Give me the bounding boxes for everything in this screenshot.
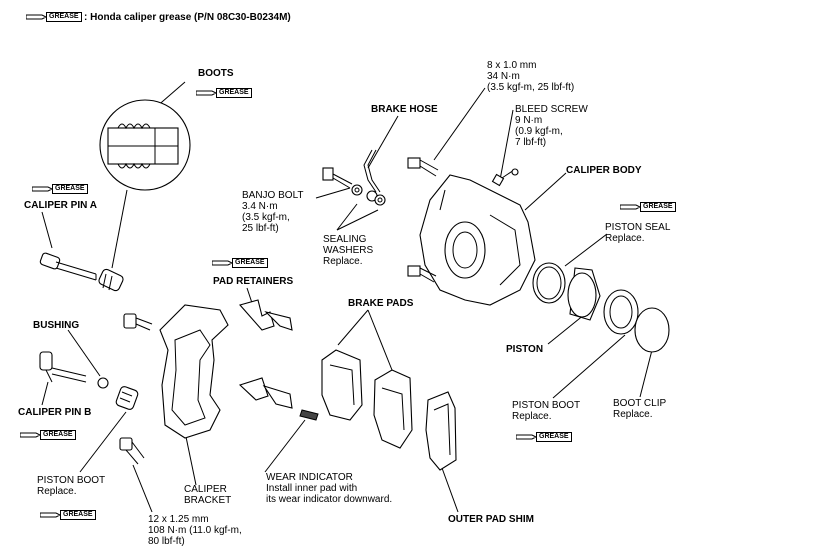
bushing-bolt [123,313,153,331]
caliper-pin-b [39,351,87,383]
caliper-bracket [159,304,229,439]
label-piston: PISTON [506,344,544,355]
grease-icon: GREASE [620,200,676,216]
outer-pad-shim [425,391,457,471]
label-sealing-washers: SEALING WASHERS Replace. [323,234,374,267]
label-brake-pads: BRAKE PADS [348,298,414,309]
label-piston-boot-right: PISTON BOOT Replace. [512,400,581,422]
brake-pad-inner [321,349,363,421]
label-caliper-pin-b: CALIPER PIN B [18,407,92,418]
sealing-washers [351,184,386,206]
leader-lines [41,81,653,513]
piston-seal [532,262,566,304]
grease-icon: GREASE [26,10,82,26]
caliper-pin-a [39,252,97,281]
boot-clip [634,307,670,353]
grease-icon: GREASE [516,430,572,446]
boot-a [98,268,124,292]
label-boots: BOOTS [198,68,234,79]
label-pad-retainers: PAD RETAINERS [213,276,294,287]
bleed-screw [491,168,519,187]
label-outer-pad-shim: OUTER PAD SHIM [448,514,534,525]
brake-hose [363,149,381,202]
label-caliper-bolt-torque: 8 x 1.0 mm 34 N·m (3.5 kgf-m, 25 lbf-ft) [487,60,575,93]
grease-icon: GREASE [20,428,76,444]
label-caliper-body: CALIPER BODY [566,165,642,176]
label-piston-boot-left: PISTON BOOT Replace. [37,475,106,497]
label-wear-indicator: WEAR INDICATOR Install inner pad with it… [266,472,393,505]
bracket-bolt [119,437,145,465]
label-piston-seal: PISTON SEAL Replace. [605,222,671,244]
label-boot-clip: BOOT CLIP Replace. [613,398,667,420]
grease-icon: GREASE [212,256,268,272]
brake-pad-outer [373,369,413,449]
grease-icon: GREASE [32,182,88,198]
wear-indicator [299,409,319,421]
label-brake-hose: BRAKE HOSE [371,104,438,115]
label-bleed-screw: BLEED SCREW 9 N·m (0.9 kgf-m, 7 lbf-ft) [515,104,588,148]
caliper-body [419,174,536,306]
pad-retainers [238,299,293,409]
grease-icon: GREASE [196,86,252,102]
label-bracket-bolt-torque: 12 x 1.25 mm 108 N·m (11.0 kgf-m, 80 lbf… [148,514,242,547]
label-caliper-pin-a: CALIPER PIN A [24,200,97,211]
legend-text: : Honda caliper grease (P/N 08C30-B0234M… [84,12,291,23]
grease-icon: GREASE [40,508,96,524]
piston-boot-right [603,289,639,335]
piston [567,267,601,321]
label-bushing: BUSHING [33,320,80,331]
piston-boot-left [115,386,139,410]
bushing [97,377,109,389]
banjo-bolt [322,167,353,189]
caliper-bolt-top [407,157,439,177]
caliper-bolt-lower [407,265,437,283]
boots-callout [99,99,191,191]
label-banjo-bolt: BANJO BOLT 3.4 N·m (3.5 kgf-m, 25 lbf-ft… [242,190,304,234]
label-caliper-bracket: CALIPER BRACKET [184,484,232,506]
